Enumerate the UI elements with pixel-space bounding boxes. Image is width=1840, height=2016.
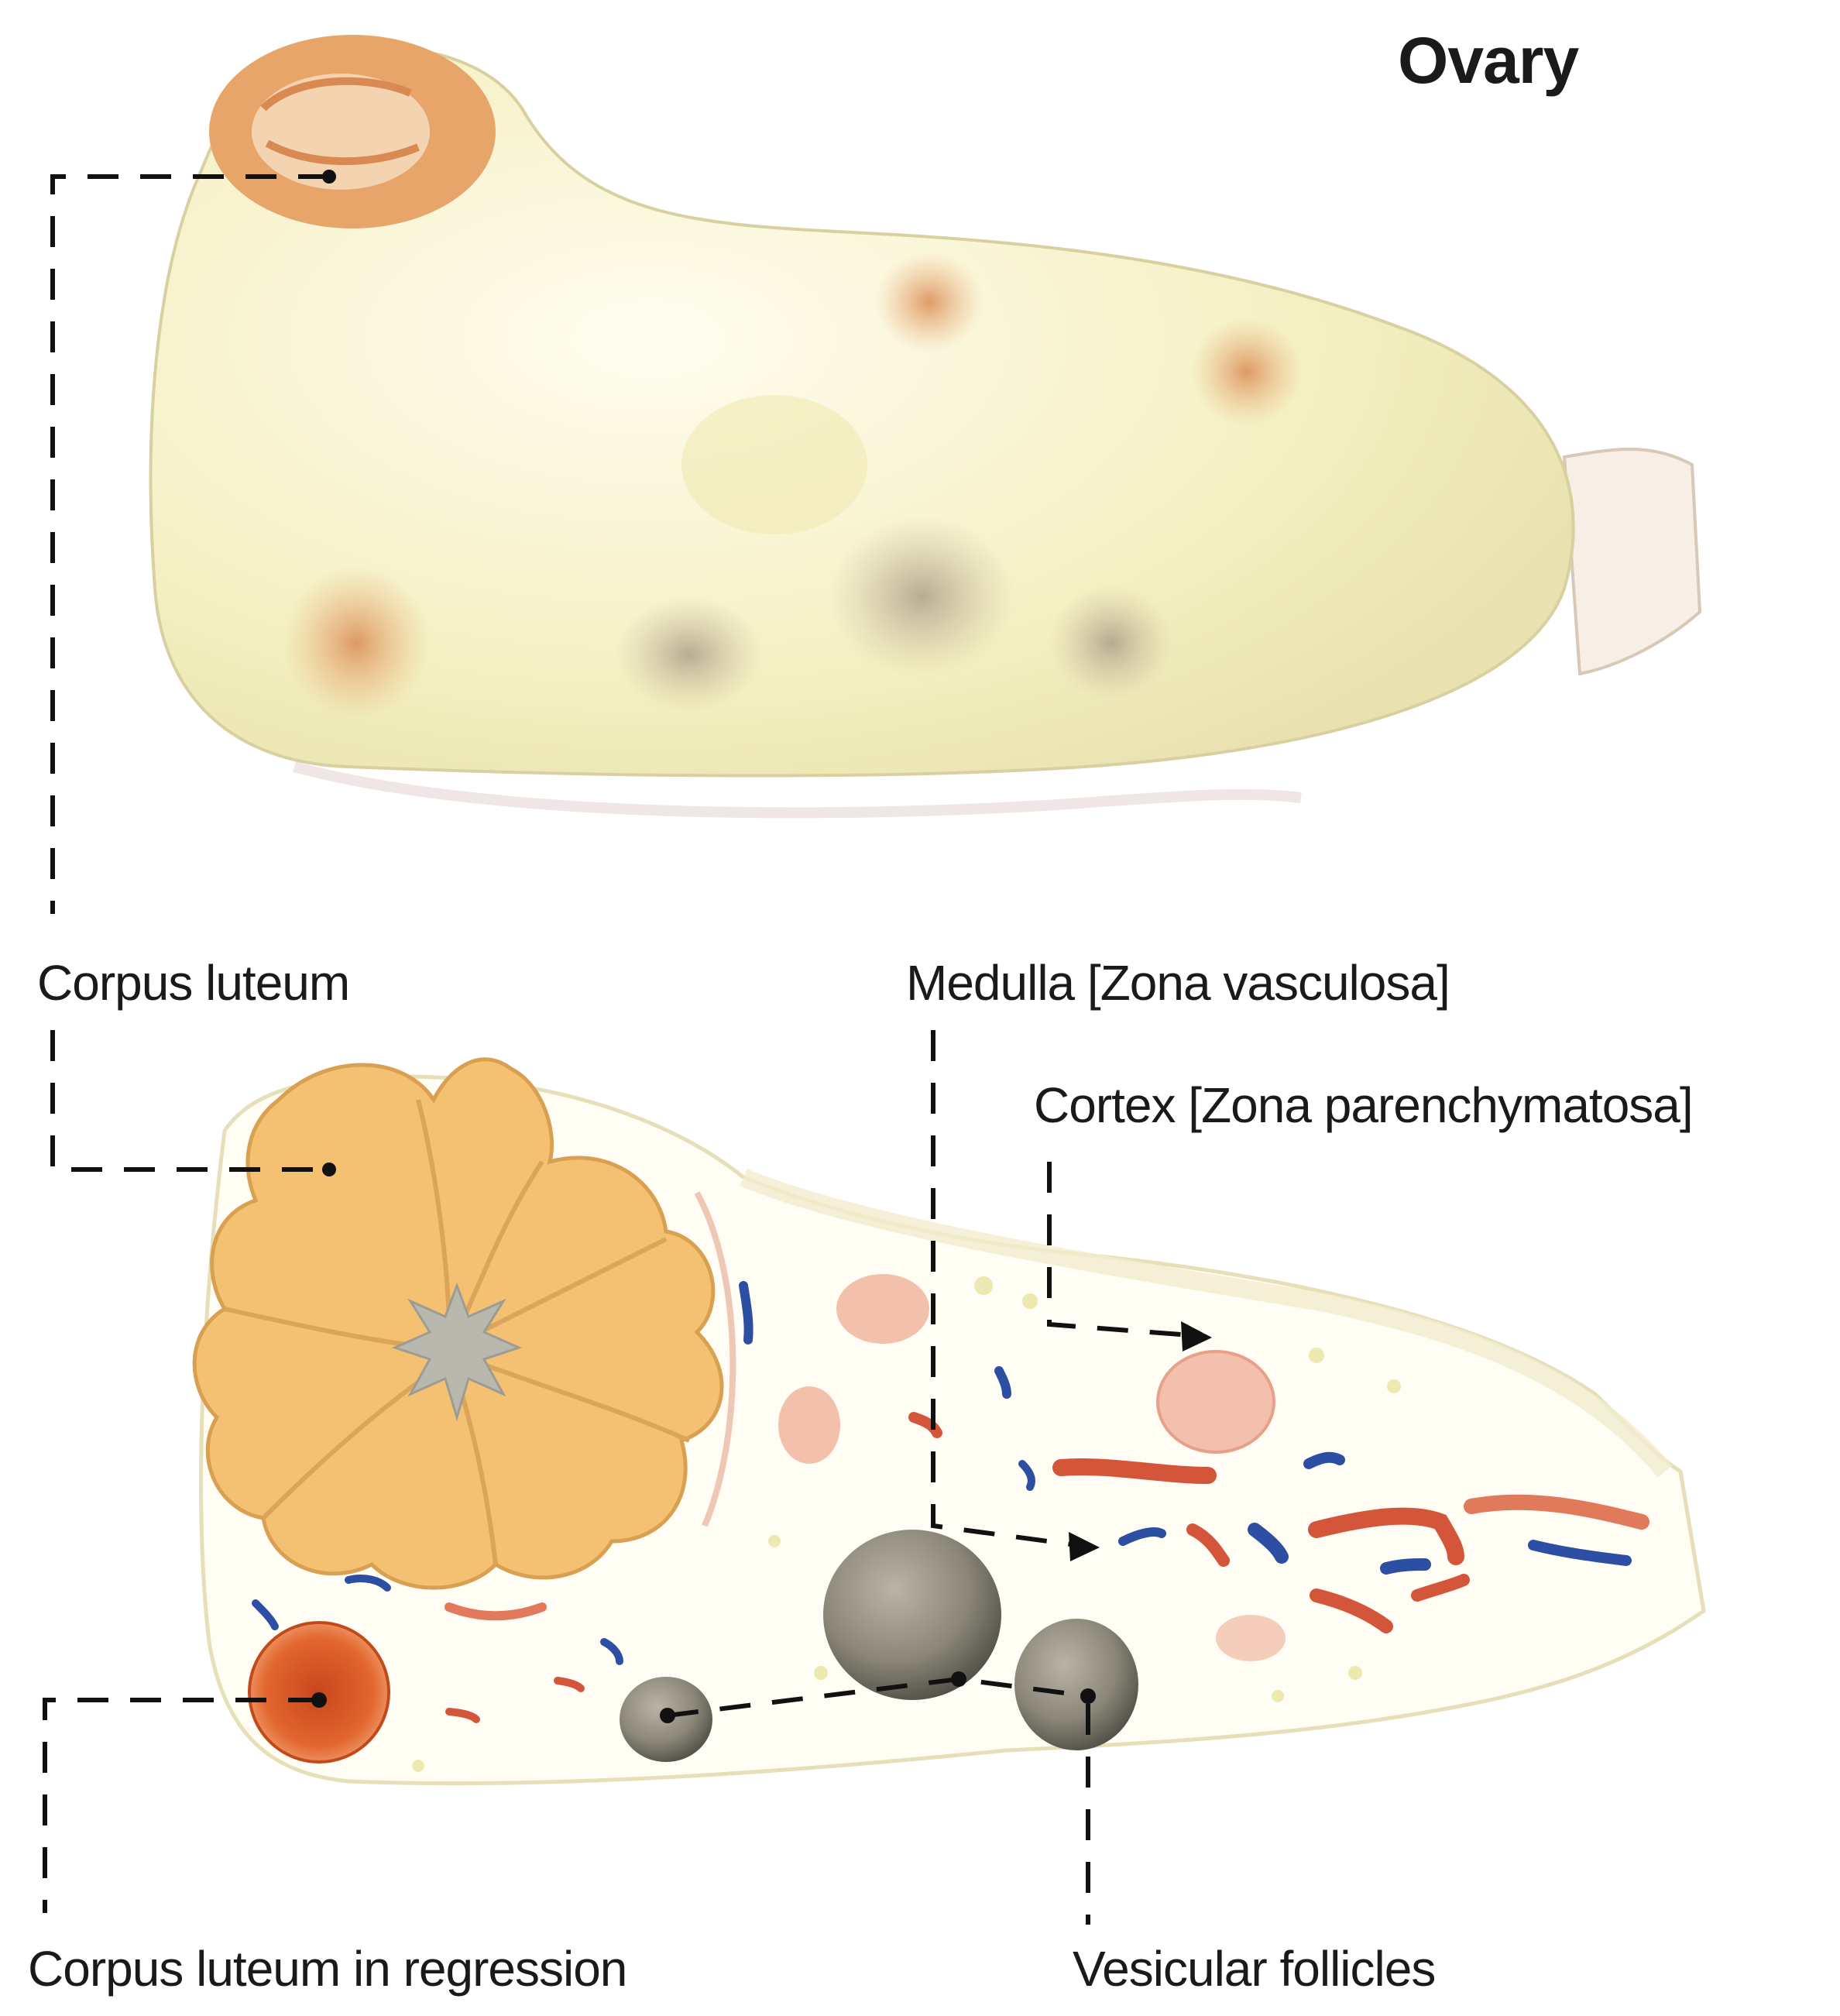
label-vesicular-follicles: Vesicular follicles <box>1073 1940 1435 1997</box>
label-corpus-luteum: Corpus luteum <box>37 954 349 1011</box>
ovary-section <box>194 1060 1704 1784</box>
label-medulla: Medulla [Zona vasculosa] <box>906 954 1450 1011</box>
label-corpus-luteum-regression: Corpus luteum in regression <box>28 1940 626 1997</box>
ovary-exterior <box>151 35 1700 812</box>
corpus-luteum-surface <box>209 35 496 228</box>
diagram-title: Ovary <box>1398 23 1578 98</box>
label-cortex: Cortex [Zona parenchymatosa] <box>1034 1077 1693 1134</box>
ovary-hilus-stalk <box>1564 449 1700 674</box>
